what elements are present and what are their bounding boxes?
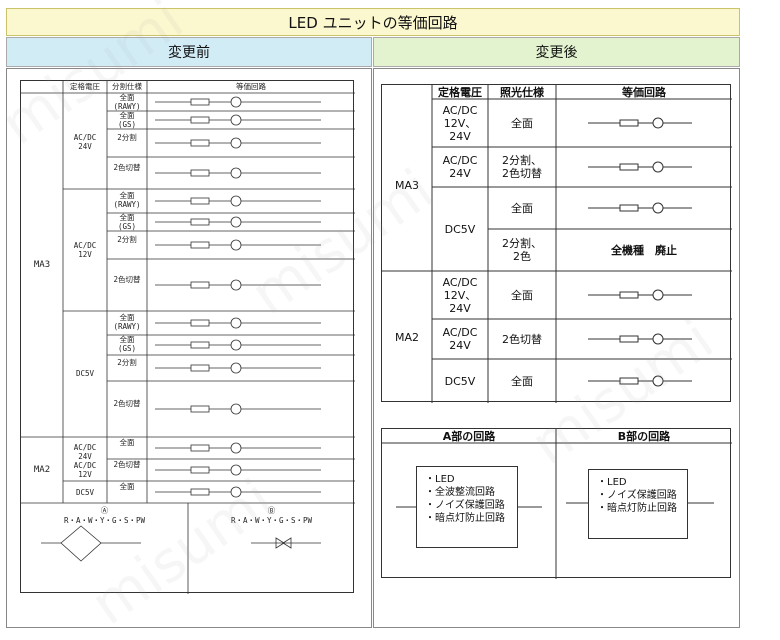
new-voltage-cell: DC5V — [444, 222, 476, 236]
new-ma2-label: MA2 — [394, 330, 419, 344]
old-spec-cell: 全面 (GS) — [117, 111, 137, 129]
part-a-item: ・LED — [425, 474, 455, 485]
old-voltage-3: DC5V — [75, 369, 95, 378]
part-a-item: ・ノイズ保護回路 — [425, 500, 505, 511]
part-a-item: ・暗点灯防止回路 — [425, 513, 505, 524]
old-spec-cell: 全面 (GS) — [117, 213, 137, 231]
old-ma2-label: MA2 — [33, 465, 51, 475]
page-title: LED ユニットの等価回路 — [6, 8, 740, 36]
old-spec-cell: 全面 (GS) — [117, 335, 137, 353]
old-spec-cell: 全面 (RAWY) — [113, 313, 141, 331]
old-spec-cell: 全面 — [119, 482, 135, 491]
old-spec-cell: 2色切替 — [113, 460, 141, 469]
old-header-circuit: 等価回路 — [236, 82, 266, 91]
old-legend-b-text: R・A・W・Y・G・S・PW — [230, 516, 313, 525]
new-circuit-table: 定格電圧 照光仕様 等価回路 MA3 MA2 AC/DC 12V、 24V 全面 A… — [381, 84, 732, 403]
part-b-item: ・ノイズ保護回路 — [597, 490, 677, 501]
part-a-title: A部の回路 — [442, 429, 496, 443]
parts-grid — [382, 429, 732, 579]
new-voltage-cell: DC5V — [444, 374, 476, 388]
new-spec-cell: 2分割、 2色切替 — [502, 154, 542, 180]
new-spec-cell: 全面 — [511, 374, 533, 388]
new-spec-cell: 全面 — [511, 201, 533, 215]
old-header-spec: 分割仕様 — [112, 82, 142, 91]
new-voltage-cell: AC/DC 12V、 24V — [442, 275, 478, 315]
new-header-circuit: 等価回路 — [622, 85, 666, 99]
old-legend-b-symbol: Ⓑ — [267, 506, 276, 515]
new-voltage-cell: AC/DC 24V — [442, 154, 478, 180]
old-spec-cell: 2色切替 — [113, 163, 141, 172]
old-voltage-2: AC/DC 12V — [73, 241, 97, 259]
new-spec-cell: 2色切替 — [502, 332, 542, 346]
new-spec-cell: 全面 — [511, 116, 533, 130]
new-spec-cell: 全面 — [511, 288, 533, 302]
part-a-box: ・LED ・全波整流回路 ・ノイズ保護回路 ・暗点灯防止回路 — [416, 466, 518, 548]
part-b-title: B部の回路 — [617, 429, 671, 443]
old-spec-cell: 2色切替 — [113, 399, 141, 408]
part-a-item: ・全波整流回路 — [425, 487, 495, 498]
new-header-spec: 照光仕様 — [500, 85, 544, 99]
part-b-item: ・LED — [597, 477, 627, 488]
old-voltage-4: AC/DC 24V AC/DC 12V — [73, 443, 97, 479]
discontinued-note: 全機種 廃止 — [611, 243, 677, 257]
old-voltage-1: AC/DC 24V — [73, 133, 97, 151]
old-spec-cell: 2分割 — [117, 133, 137, 142]
after-header: 変更後 — [373, 37, 740, 67]
old-ma3-label: MA3 — [33, 260, 51, 270]
before-header: 変更前 — [6, 37, 372, 67]
before-panel — [6, 68, 372, 628]
old-circuit-table: 定格電圧 分割仕様 等価回路 MA3 MA2 AC/DC 24V AC/DC 1… — [20, 80, 355, 594]
old-header-voltage: 定格電圧 — [70, 82, 100, 91]
new-voltage-cell: AC/DC 12V、 24V — [442, 103, 478, 143]
part-b-item: ・暗点灯防止回路 — [597, 503, 677, 514]
old-spec-cell: 2分割 — [117, 358, 137, 367]
old-voltage-5: DC5V — [75, 488, 95, 497]
new-spec-cell: 2分割、 2色 — [502, 237, 542, 263]
old-spec-cell: 2分割 — [117, 235, 137, 244]
old-spec-cell: 全面 (RAWY) — [113, 191, 141, 209]
new-ma3-label: MA3 — [394, 178, 419, 192]
parts-circuit-table: A部の回路 B部の回路 ・LED ・全波整流回路 ・ノイズ保護回路 ・暗点灯防止… — [381, 428, 732, 579]
old-spec-cell: 全面 — [119, 438, 135, 447]
new-header-voltage: 定格電圧 — [438, 85, 482, 99]
old-spec-cell: 2色切替 — [113, 275, 141, 284]
old-table-grid — [21, 81, 355, 594]
part-b-box: ・LED ・ノイズ保護回路 ・暗点灯防止回路 — [588, 469, 688, 539]
new-voltage-cell: AC/DC 24V — [442, 326, 478, 352]
old-spec-cell: 全面 (RAWY) — [113, 93, 141, 111]
new-table-grid — [382, 85, 732, 403]
old-legend-a-text: R・A・W・Y・G・S・PW — [63, 516, 146, 525]
old-legend-a-symbol: Ⓐ — [100, 506, 109, 515]
